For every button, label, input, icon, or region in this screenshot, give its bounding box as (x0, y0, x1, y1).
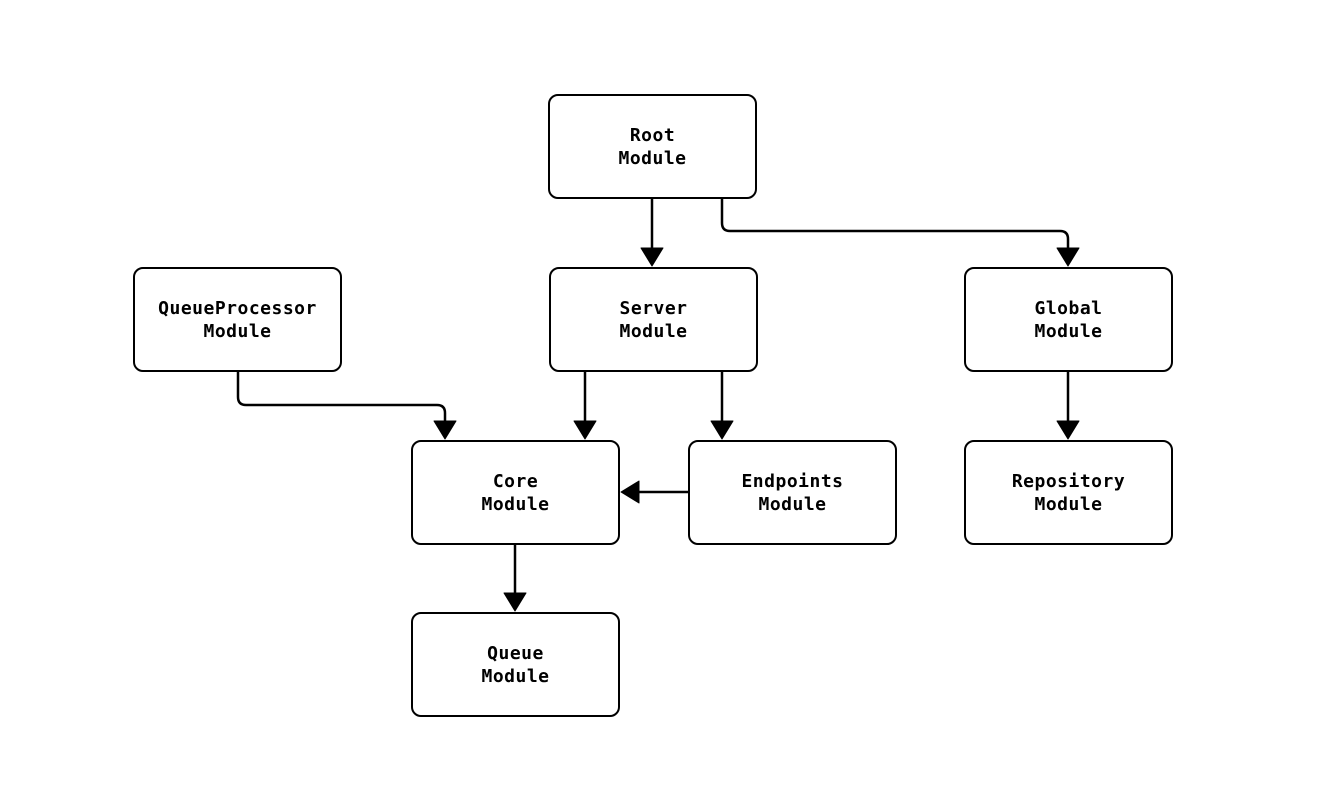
node-root-module-label-line1: Root (629, 124, 676, 146)
edge-endpoints-module-to-core-module (620, 480, 688, 504)
node-repository-module: Repository Module (964, 440, 1173, 545)
node-core-module-label-line1: Core (492, 470, 539, 492)
edge-server-module-to-endpoints-module (710, 372, 734, 440)
node-global-module-label-line1: Global (1034, 297, 1103, 319)
node-queue-module-label-line1: Queue (487, 642, 544, 664)
node-core-module-label-line2: Module (481, 493, 550, 515)
edge-root-module-to-global-module (720, 198, 1080, 267)
node-repository-module-label-line1: Repository (1011, 470, 1126, 492)
node-endpoints-module-label-line2: Module (758, 493, 827, 515)
node-core-module: Core Module (411, 440, 620, 545)
node-queueprocessor-module-label-line2: Module (203, 320, 272, 342)
node-queueprocessor-module: QueueProcessor Module (133, 267, 342, 372)
edge-core-module-to-queue-module (503, 544, 527, 612)
edge-server-module-to-core-module (573, 372, 597, 440)
edge-root-module-to-server-module (640, 198, 664, 267)
edge-global-module-to-repository-module (1056, 372, 1080, 440)
node-queue-module: Queue Module (411, 612, 620, 717)
node-endpoints-module-label-line1: Endpoints (741, 470, 844, 492)
node-repository-module-label-line2: Module (1034, 493, 1103, 515)
node-server-module-label-line1: Server (619, 297, 688, 319)
node-root-module-label-line2: Module (618, 147, 687, 169)
node-global-module-label-line2: Module (1034, 320, 1103, 342)
node-endpoints-module: Endpoints Module (688, 440, 897, 545)
node-server-module-label-line2: Module (619, 320, 688, 342)
node-server-module: Server Module (549, 267, 758, 372)
node-global-module: Global Module (964, 267, 1173, 372)
node-root-module: Root Module (548, 94, 757, 199)
node-queueprocessor-module-label-line1: QueueProcessor (158, 297, 317, 319)
edge-queueprocessor-module-to-core-module (236, 372, 457, 440)
node-queue-module-label-line2: Module (481, 665, 550, 687)
